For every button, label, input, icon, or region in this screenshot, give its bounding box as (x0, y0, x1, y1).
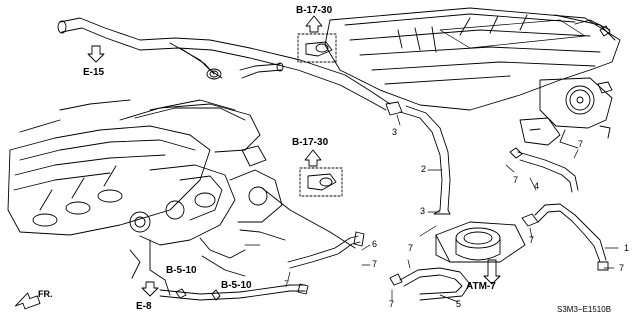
leader-lines (244, 114, 619, 303)
intake-manifold (324, 7, 621, 111)
callout-7-g: 7 (284, 279, 290, 289)
engine-block (7, 99, 356, 296)
atm-assembly (435, 221, 526, 263)
callout-7-b: 7 (578, 139, 584, 149)
hose-1 (521, 203, 609, 271)
hose-5 (389, 267, 471, 301)
callout-4: 4 (534, 181, 540, 191)
callout-3-upper: 3 (392, 127, 398, 137)
ref-arrows (14, 15, 501, 310)
throttle-body (519, 77, 613, 149)
hose-2 (385, 101, 451, 215)
valve-mid (299, 167, 343, 197)
callout-7-a: 7 (513, 175, 519, 185)
ref-atm7: ATM-7 (466, 281, 496, 292)
ref-b1730-top: B-17-30 (296, 5, 333, 16)
callout-7-e: 7 (372, 259, 378, 269)
lower-pipe (159, 283, 309, 301)
callout-1: 1 (624, 243, 630, 253)
hose-4 (509, 147, 579, 193)
ref-b1730-mid: B-17-30 (292, 137, 329, 148)
valve-top (297, 33, 337, 63)
callout-7-d: 7 (529, 235, 535, 245)
ref-e15: E-15 (83, 67, 105, 78)
callout-5: 5 (456, 299, 462, 309)
callout-7-f: 7 (408, 243, 414, 253)
upper-water-hose (57, 17, 391, 111)
ref-e8: E-8 (136, 301, 152, 312)
hose-6 (287, 231, 365, 269)
callout-7-c: 7 (619, 263, 625, 273)
callout-2: 2 (421, 164, 427, 174)
callout-6: 6 (372, 239, 378, 249)
front-label: FR. (38, 289, 53, 299)
diagram-code: S3M3−E1510B (557, 305, 612, 314)
callout-3-lower: 3 (420, 206, 426, 216)
ref-b510-b: B-5-10 (221, 280, 252, 291)
callout-7-h: 7 (389, 299, 395, 309)
ref-b510-a: B-5-10 (166, 265, 197, 276)
